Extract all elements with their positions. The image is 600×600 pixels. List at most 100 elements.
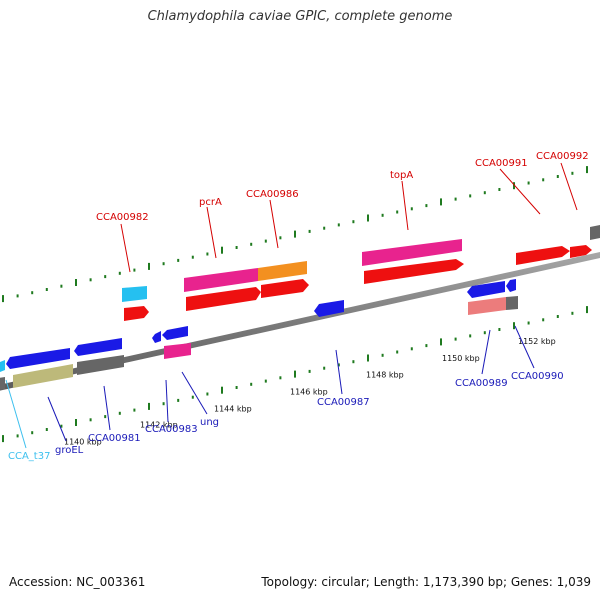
gene-left-gray-arrow[interactable]	[0, 377, 5, 390]
gene-topA-b-arrow[interactable]	[364, 259, 464, 284]
lower-tick	[16, 434, 19, 438]
upper-tick	[250, 242, 253, 246]
forward-gene-labels: CCA00982 pcrA CCA00986 topA CCA00991 CCA…	[96, 151, 589, 223]
gene-CCA00983a-arrow[interactable]	[152, 331, 161, 343]
gene-edge-gray[interactable]	[590, 225, 600, 240]
gene-groEL-arrow[interactable]	[13, 364, 73, 388]
gene-left-blue-arrow[interactable]	[6, 348, 70, 369]
leader-lines	[5, 162, 578, 449]
leader-CCA00986	[269, 199, 279, 249]
label-CCA00992[interactable]: CCA00992	[536, 151, 589, 162]
label-pcrA[interactable]: pcrA	[199, 197, 222, 208]
lower-tick	[104, 415, 107, 419]
lower-tick	[89, 418, 92, 422]
gene-CCA00989b-arrow[interactable]	[506, 279, 516, 292]
upper-tick	[513, 182, 515, 190]
gene-CCA00982b-arrow[interactable]	[124, 306, 149, 321]
gene-topA-arrow[interactable]	[362, 239, 462, 266]
lower-tick	[381, 353, 384, 357]
upper-tick	[323, 226, 326, 230]
gene-CCA_t37-arrow[interactable]	[0, 360, 5, 372]
label-CCA00983[interactable]: CCA00983	[145, 424, 198, 435]
lower-tick	[556, 315, 559, 318]
leader-CCA00991	[499, 168, 541, 215]
gene-pcrA-b-arrow[interactable]	[186, 287, 261, 311]
scale-label: 1150 kbp	[442, 354, 480, 363]
lower-tick	[250, 382, 253, 386]
upper-tick	[148, 262, 150, 270]
upper-tick	[469, 194, 472, 198]
label-CCA00987[interactable]: CCA00987	[317, 397, 370, 408]
lower-tick	[396, 350, 399, 354]
upper-tick	[75, 279, 77, 286]
upper-tick	[352, 220, 355, 224]
upper-tick	[410, 207, 413, 211]
gene-CCA00981-arrow[interactable]	[77, 355, 124, 375]
leader-CCA00992	[560, 162, 578, 211]
leader-CCA_t37	[5, 379, 27, 449]
upper-tick	[279, 236, 282, 240]
gene-CCA00986-arrow[interactable]	[258, 261, 307, 281]
leader-ung	[181, 371, 208, 415]
upper-tick	[308, 229, 311, 233]
gene-CCA00982-arrow[interactable]	[122, 286, 147, 302]
leader-groEL	[47, 396, 67, 442]
gene-CCA00991-arrow[interactable]	[516, 246, 570, 265]
lower-tick	[469, 334, 472, 338]
upper-tick	[16, 294, 19, 298]
upper-tick	[133, 268, 136, 272]
gene-CCA00990-arrow[interactable]	[468, 297, 506, 315]
leader-CCA00981	[103, 385, 111, 431]
upper-tick	[89, 278, 92, 282]
label-CCA00989[interactable]: CCA00989	[455, 378, 508, 389]
label-CCA00990[interactable]: CCA00990	[511, 371, 564, 382]
upper-tick	[425, 204, 428, 208]
genome-summary-text: Topology: circular; Length: 1,173,390 bp…	[261, 575, 591, 589]
lower-tick	[527, 321, 530, 325]
scale-label: 1152 kbp	[518, 337, 556, 346]
upper-tick	[367, 214, 369, 222]
label-groEL[interactable]: groEL	[55, 445, 84, 456]
scale-label: 1142 kbp	[140, 421, 178, 430]
gene-pcrA-arrow[interactable]	[184, 268, 258, 292]
label-CCA00981[interactable]: CCA00981	[88, 433, 141, 444]
gene-CCA00987-arrow[interactable]	[314, 300, 344, 317]
upper-tick	[45, 288, 48, 291]
scale-label: 1144 kbp	[214, 404, 252, 413]
gene-CCA00992-arrow[interactable]	[570, 245, 592, 258]
map-title: Chlamydophila caviae GPIC, complete geno…	[147, 9, 453, 24]
lower-tick	[31, 431, 34, 435]
accession-text: Accession: NC_003361	[9, 575, 146, 589]
gene-CCA00989a-arrow[interactable]	[467, 281, 505, 298]
lower-tick	[586, 306, 588, 314]
lower-tick	[425, 344, 428, 348]
upper-tick	[440, 198, 442, 206]
gene-ung-arrow[interactable]	[164, 343, 191, 359]
upper-tick	[586, 166, 588, 174]
lower-tick	[367, 354, 369, 362]
gene-CCA00983b-arrow[interactable]	[162, 326, 188, 340]
lower-tick	[498, 328, 501, 331]
leader-CCA00982	[120, 223, 131, 273]
genome-backbone	[0, 252, 600, 391]
lower-tick	[410, 347, 413, 351]
lower-tick	[454, 337, 457, 341]
lower-tick	[133, 408, 136, 412]
gene-groES-arrow[interactable]	[74, 338, 122, 356]
upper-tick	[396, 210, 399, 214]
label-CCA_t37[interactable]: CCA_t37	[8, 451, 50, 462]
lower-tick	[235, 386, 238, 389]
label-ung[interactable]: ung	[200, 417, 219, 428]
lower-tick	[308, 369, 311, 373]
label-CCA00986[interactable]: CCA00986	[246, 189, 299, 200]
gene-CCA00986-b-arrow[interactable]	[261, 279, 309, 298]
lower-tick	[206, 392, 209, 396]
label-topA[interactable]: topA	[390, 170, 413, 181]
forward-features	[122, 225, 600, 321]
upper-tick	[498, 188, 501, 191]
label-CCA00991[interactable]: CCA00991	[475, 158, 528, 169]
gene-CCA00990-cap[interactable]	[506, 296, 518, 310]
label-CCA00982[interactable]: CCA00982	[96, 212, 149, 223]
